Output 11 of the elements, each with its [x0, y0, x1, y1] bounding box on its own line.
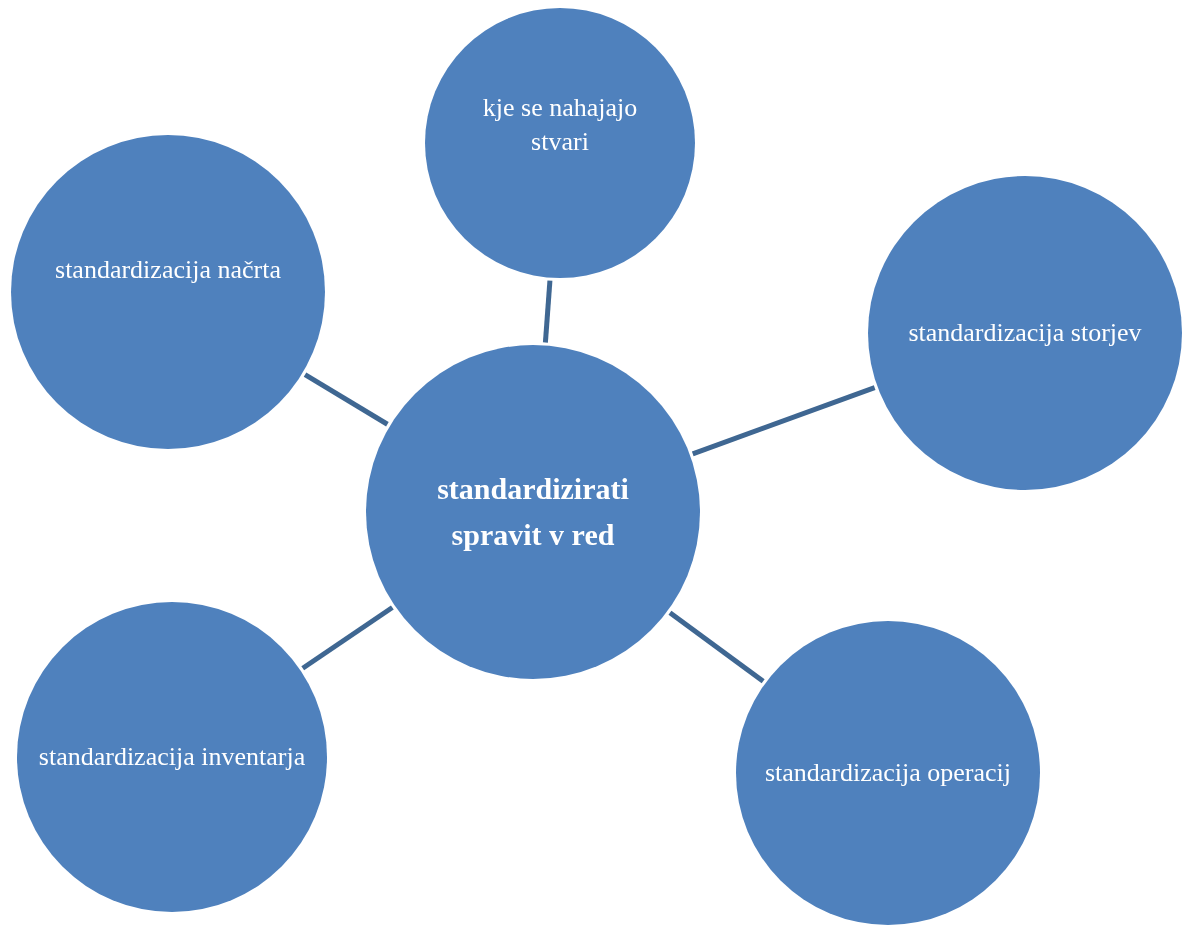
- topic-label: standardizacija načrta: [55, 254, 281, 287]
- connector-line: [301, 605, 394, 671]
- connector-line: [668, 610, 765, 684]
- topic-label: standardizacija inventarja: [38, 741, 306, 774]
- connector-line: [542, 280, 553, 343]
- topic-label: kje se nahajajo stvari: [481, 92, 639, 158]
- topic-label: standardizacija storjev: [908, 317, 1142, 350]
- connector-line: [303, 372, 389, 427]
- topic-label: standardizirati spravit v red: [436, 470, 630, 553]
- topic-label: standardizacija operacij: [764, 757, 1012, 790]
- connector-line: [691, 385, 876, 457]
